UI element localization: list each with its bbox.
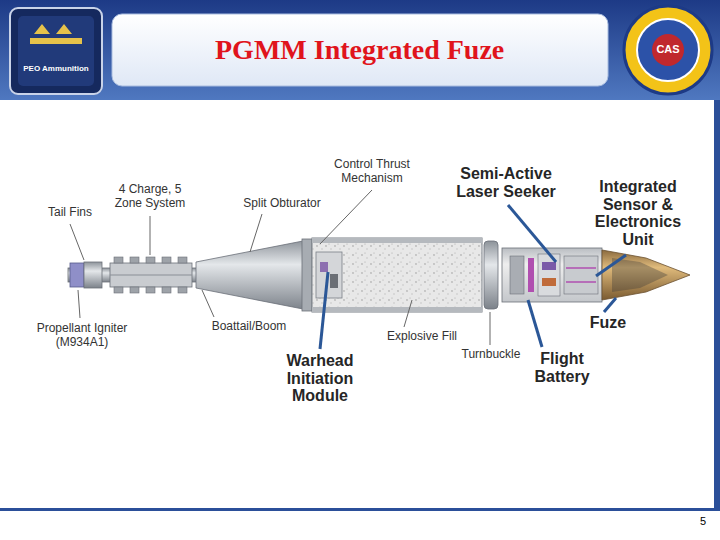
part-label: Tail Fins bbox=[40, 206, 100, 220]
part-label: Fuze bbox=[584, 314, 632, 332]
part-label: Flight Battery bbox=[520, 350, 604, 385]
part-label: Turnbuckle bbox=[455, 348, 527, 362]
logo-text: PEO Ammunition bbox=[18, 64, 94, 73]
part-label: Control Thrust Mechanism bbox=[322, 158, 422, 186]
page-number: 5 bbox=[694, 515, 712, 528]
part-label: Boattail/Boom bbox=[204, 320, 294, 334]
part-label: Explosive Fill bbox=[380, 330, 464, 344]
part-label: Semi-Active Laser Seeker bbox=[444, 165, 568, 200]
logo-text: CAS bbox=[648, 43, 688, 56]
part-label: Propellant Igniter (M934A1) bbox=[26, 322, 138, 350]
part-label: Integrated Sensor & Electronics Unit bbox=[582, 178, 694, 248]
part-label: 4 Charge, 5 Zone System bbox=[108, 183, 192, 211]
part-label: Split Obturator bbox=[236, 197, 328, 211]
slide-title: PGMM Integrated Fuze bbox=[215, 34, 504, 66]
part-label: Warhead Initiation Module bbox=[272, 352, 368, 405]
